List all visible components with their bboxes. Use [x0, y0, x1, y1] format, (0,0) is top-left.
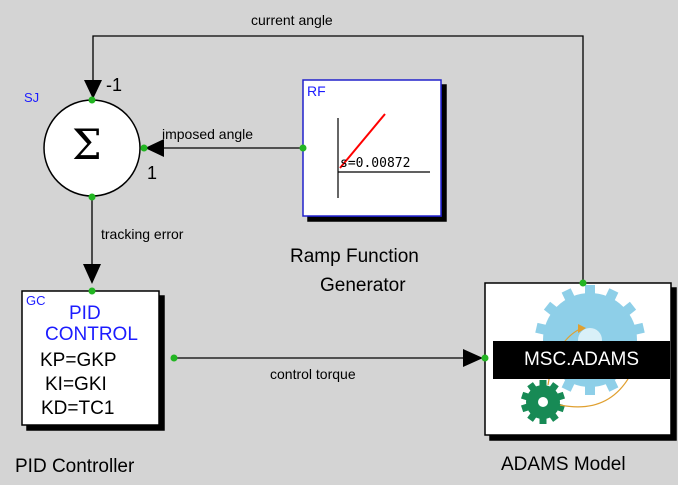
control-torque-label: control torque [270, 366, 356, 382]
adams-block-caption: ADAMS Model [501, 454, 626, 475]
imposed-angle-label: imposed angle [162, 126, 254, 142]
msc-adams-badge-bg [493, 341, 670, 379]
tracking-error-arrowhead [83, 264, 101, 284]
ramp-slope-value: s=0.00872 [340, 156, 411, 171]
summing-junction-top-sign: -1 [106, 75, 123, 95]
pid-block-caption: PID Controller [15, 456, 135, 477]
summing-junction-tag: SJ [24, 90, 40, 105]
port-sum-output [88, 193, 96, 201]
msc-adams-badge: MSC.ADAMS [523, 349, 640, 370]
port-ramp-output [299, 144, 307, 152]
ramp-block-caption-line1: Ramp Function [290, 246, 419, 267]
port-adams-input [481, 354, 489, 362]
port-pid-output [170, 354, 178, 362]
port-sum-input-top [88, 96, 96, 104]
pid-kd-value: KD=TC1 [41, 398, 115, 419]
current-angle-wire[interactable] [92, 35, 584, 283]
gear-rotation-arc-icon-2 [559, 371, 633, 408]
imposed-angle-arrowhead [145, 139, 164, 157]
summing-junction-right-sign: 1 [147, 163, 158, 183]
ramp-plot-line [339, 113, 386, 169]
summing-junction-symbol: Σ [72, 120, 102, 169]
pid-controller-block[interactable] [21, 290, 160, 426]
pid-title-line2: CONTROL [45, 324, 138, 345]
port-sum-input-right [140, 144, 148, 152]
ramp-block-caption-line2: Generator [320, 275, 406, 296]
port-adams-output [579, 279, 587, 287]
ramp-block-tag: RF [307, 83, 326, 99]
pid-ki-value: KI=GKI [45, 374, 107, 395]
current-angle-arrowhead [84, 80, 102, 99]
tracking-error-label: tracking error [101, 226, 184, 242]
control-torque-arrowhead [463, 349, 483, 367]
pid-block-tag: GC [26, 293, 46, 308]
pid-title-line1: PID [69, 303, 101, 324]
port-pid-input [88, 287, 96, 295]
small-gear-hub [538, 397, 548, 407]
gear-rotation-arrowhead [578, 324, 586, 333]
gear-tooth [585, 285, 595, 299]
ramp-function-block[interactable] [302, 79, 442, 217]
pid-kp-value: KP=GKP [40, 350, 117, 371]
current-angle-label: current angle [251, 12, 333, 28]
gear-tooth [585, 381, 595, 395]
